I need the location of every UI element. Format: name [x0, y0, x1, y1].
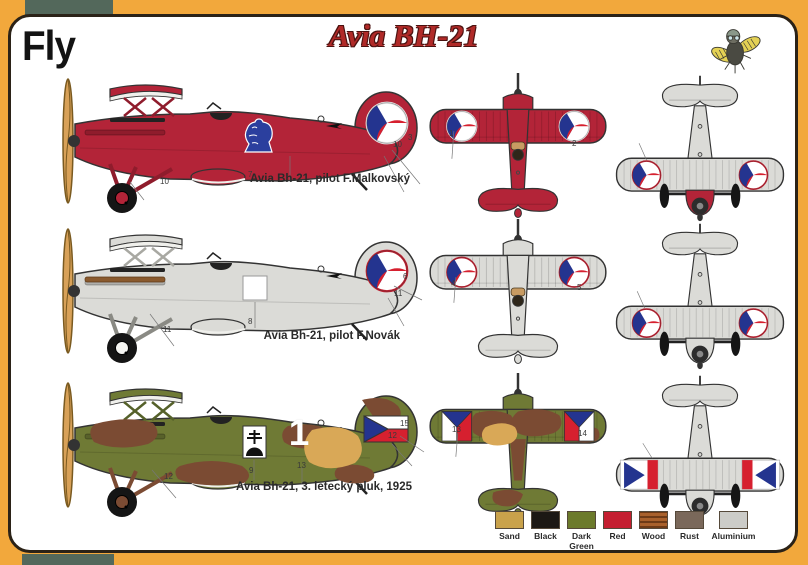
color-legend: Sand Black Dark Green Red Wood Rust Alum…	[494, 511, 757, 552]
legend-item: Red	[602, 511, 633, 542]
brand-logo: Fly	[22, 22, 76, 69]
czech-roundel-icon	[738, 160, 769, 190]
side-view-aluminium-aircraft	[40, 214, 423, 364]
callout-number: 6	[403, 272, 408, 281]
page-title: Avia BH-21	[328, 18, 480, 53]
callout-number: 1	[449, 129, 454, 138]
callout-number: 8	[248, 317, 253, 326]
bottom-view-red-aircraft	[606, 72, 794, 222]
czech-flag-icon	[363, 415, 409, 443]
scheme-caption: Avia Bh-21, pilot F.Malkovský	[250, 173, 410, 185]
legend-item: Rust	[674, 511, 705, 542]
exhaust-pipe	[84, 276, 166, 283]
legend-item: Wood	[638, 511, 669, 542]
czech-roundel-icon	[738, 308, 769, 338]
color-swatch-aluminium	[719, 511, 748, 529]
underwing-marking-right	[741, 459, 781, 490]
top-view-red-aircraft	[424, 70, 612, 218]
white-square-marking	[242, 275, 268, 301]
color-label: Black	[534, 531, 557, 541]
legend-item: Aluminium	[710, 511, 757, 542]
fuselage-number: 1	[288, 412, 310, 453]
callout-number: 7	[248, 170, 253, 179]
czech-roundel-icon	[558, 110, 590, 142]
callout-number: 9	[249, 466, 254, 475]
czech-flag-wingtip-left	[441, 411, 473, 442]
side-view-camouflage-aircraft	[40, 368, 425, 518]
color-swatch-rust	[675, 511, 704, 529]
side-view-red-aircraft	[40, 64, 421, 214]
color-label: Dark Green	[569, 531, 594, 551]
callout-number: 4	[451, 279, 456, 288]
camo-sand-patch	[481, 423, 518, 446]
unit-emblem-icon	[242, 425, 267, 459]
callout-number: 15	[400, 419, 409, 428]
callout-number: 11	[394, 289, 403, 298]
color-swatch-sand	[495, 511, 524, 529]
camo-sand-patch	[304, 427, 362, 469]
legend-item: Black	[530, 511, 561, 542]
czech-roundel-icon	[365, 101, 409, 145]
color-label: Aluminium	[711, 531, 756, 541]
czech-roundel-icon	[631, 308, 662, 338]
color-swatch-dark-green	[567, 511, 596, 529]
top-view-camouflage-aircraft	[424, 370, 612, 518]
accent-bar-bottom	[22, 554, 114, 565]
czech-roundel-icon	[365, 249, 409, 293]
fly-mascot-icon	[711, 29, 761, 74]
color-label: Wood	[641, 531, 666, 541]
callout-number: 10	[160, 177, 169, 186]
callout-number: 12	[388, 431, 397, 440]
scheme-caption: Avia Bh-21, pilot F.Novák	[263, 330, 400, 342]
callout-number: 3	[408, 133, 413, 142]
color-swatch-black	[531, 511, 560, 529]
color-label: Sand	[499, 531, 520, 541]
callout-number: 5	[577, 283, 582, 292]
callout-number: 14	[578, 429, 587, 438]
callout-number: 13	[297, 461, 306, 470]
accent-bar-top	[25, 0, 113, 15]
czech-roundel-icon	[631, 160, 662, 190]
scheme-caption: Avia Bh-21, 3. letecký pluk, 1925	[236, 481, 412, 493]
czech-roundel-icon	[558, 256, 590, 288]
color-swatch-wood	[639, 511, 668, 529]
callout-number: 12	[164, 472, 173, 481]
legend-item: Sand	[494, 511, 525, 542]
underwing-marking-left	[619, 459, 659, 490]
color-swatch-red	[603, 511, 632, 529]
callout-number: 2	[572, 139, 577, 148]
callout-number: 10	[393, 140, 402, 149]
lion-badge-icon	[244, 118, 273, 153]
callout-number: 11	[163, 325, 172, 334]
color-label: Red	[609, 531, 626, 541]
bottom-view-aluminium-aircraft	[606, 220, 794, 370]
bottom-view-camouflage-aircraft	[606, 372, 794, 522]
top-view-aluminium-aircraft	[424, 216, 612, 364]
legend-item: Dark Green	[566, 511, 597, 552]
callout-number: 13	[452, 425, 461, 434]
color-label: Rust	[680, 531, 699, 541]
czech-flag-wingtip-right	[563, 411, 595, 442]
